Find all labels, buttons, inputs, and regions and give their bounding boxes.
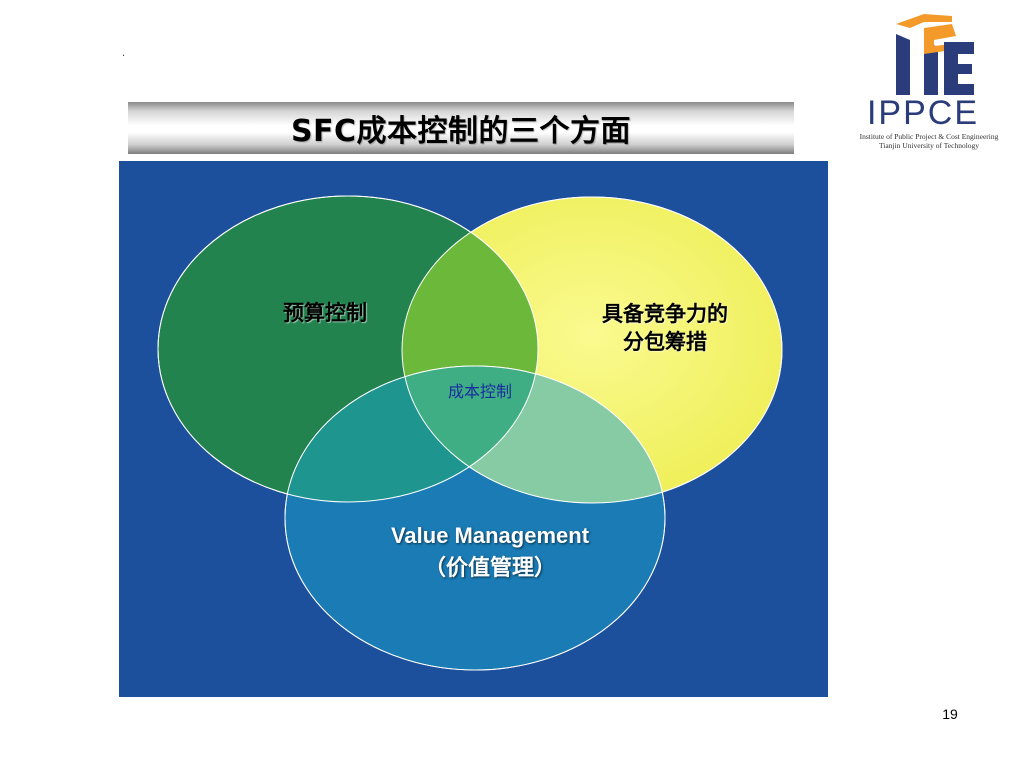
- label-competitive-line1: 具备竞争力的: [602, 302, 728, 326]
- slide-title: SFC成本控制的三个方面: [290, 114, 632, 149]
- logo-university-name: Tianjin University of Technology: [878, 141, 980, 150]
- label-vm-line2: （价值管理）: [423, 555, 556, 580]
- page-number: 19: [942, 706, 958, 722]
- label-competitive-line2: 分包筹措: [623, 330, 707, 354]
- logo-wordmark: IPPCE: [866, 94, 980, 132]
- ippce-logo-icon: [896, 14, 974, 95]
- title-bar: SFC成本控制的三个方面: [128, 102, 794, 154]
- label-cost-control: 成本控制: [447, 382, 512, 401]
- logo-institute-name: Institute of Public Project & Cost Engin…: [859, 132, 999, 141]
- slide-dot: .: [122, 48, 126, 59]
- label-vm-line1: Value Management: [390, 523, 590, 548]
- label-budget-control: 预算控制: [283, 301, 367, 325]
- overlap-center: [402, 366, 538, 502]
- label-competitive-subcontracting: 具备竞争力的 分包筹措: [570, 300, 760, 356]
- label-value-management: Value Management （价值管理）: [330, 520, 650, 584]
